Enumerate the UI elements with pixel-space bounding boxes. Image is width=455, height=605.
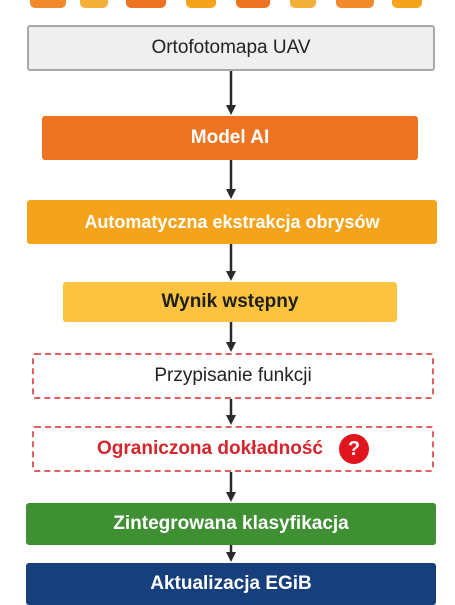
step-label: Ortofotomapa UAV — [151, 37, 311, 58]
step-orthophoto-uav: Ortofotomapa UAV — [27, 25, 435, 71]
step-label: Model AI — [190, 127, 270, 148]
step-label: Wynik wstępny — [161, 291, 299, 312]
step-integrated-classification: Zintegrowana klasyfikacja — [26, 503, 436, 545]
step-label: Aktualizacja EGiB — [150, 573, 312, 594]
step-automatic-extraction: Automatyczna ekstrakcja obrysów — [27, 200, 437, 244]
step-label: Automatyczna ekstrakcja obrysów — [84, 211, 380, 232]
step-function-assignment: Przypisanie funkcji — [32, 353, 434, 399]
step-label: Przypisanie funkcji — [154, 365, 312, 386]
top-decorative-band — [0, 0, 455, 14]
step-preliminary-result: Wynik wstępny — [63, 282, 397, 322]
step-label: Ograniczona dokładność — [97, 438, 323, 459]
question-mark-icon: ? — [338, 434, 369, 464]
step-ai-model: Model AI — [42, 116, 418, 160]
step-label: Zintegrowana klasyfikacja — [113, 513, 349, 534]
step-egib-update: Aktualizacja EGiB — [26, 563, 436, 605]
step-limited-accuracy: Ograniczona dokładność ? — [32, 426, 434, 472]
